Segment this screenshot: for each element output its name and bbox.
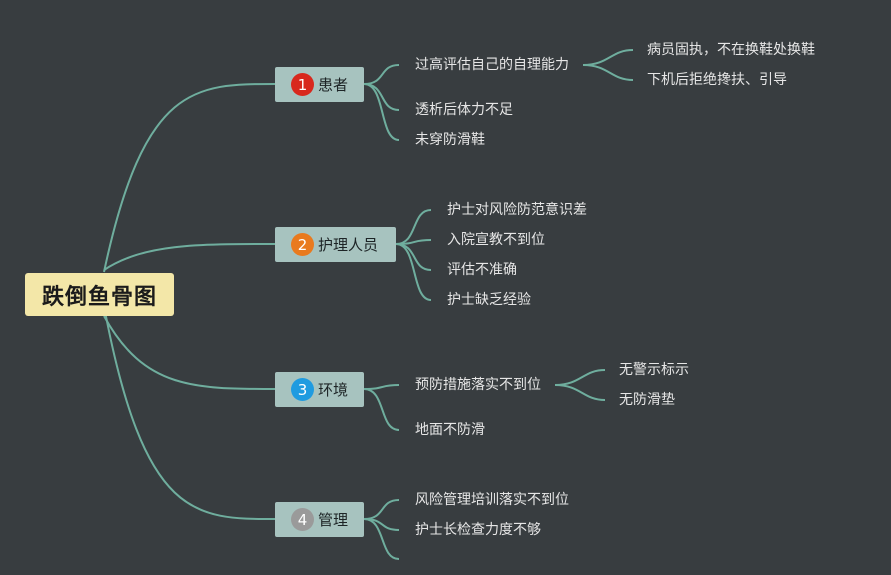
detail-item[interactable]: 下机后拒绝搀扶、引导 — [647, 72, 787, 88]
number-badge-icon: 4 — [291, 508, 314, 531]
root-topic[interactable]: 跌倒鱼骨图 — [25, 273, 174, 316]
branch-item-line — [363, 518, 400, 560]
subtopic-item[interactable]: 护士缺乏经验 — [447, 292, 531, 308]
subtopic-item[interactable]: 未穿防滑鞋 — [415, 132, 485, 148]
detail-item[interactable]: 病员固执，不在换鞋处换鞋 — [647, 42, 815, 58]
subtopic-item[interactable]: 预防措施落实不到位 — [415, 377, 541, 393]
branch-label: 护理人员 — [318, 236, 379, 254]
number-badge-icon: 2 — [291, 233, 314, 256]
branch-label: 管理 — [318, 511, 349, 529]
subtopic-item[interactable]: 护士对风险防范意识差 — [447, 202, 587, 218]
subtopic-item[interactable]: 入院宣教不到位 — [447, 232, 545, 248]
branch-item-line — [363, 384, 400, 390]
branch-item-line — [363, 83, 400, 141]
root-branch-line-2 — [103, 243, 276, 271]
branch-item-line — [363, 388, 400, 431]
subtopic-item[interactable]: 地面不防滑 — [415, 422, 485, 438]
subtopic-item[interactable]: 评估不准确 — [447, 262, 517, 278]
root-branch-line-3 — [103, 315, 276, 390]
branch-label: 患者 — [318, 76, 349, 94]
item-child-line — [582, 49, 634, 66]
branch-item-line — [363, 64, 400, 85]
root-branch-line-1 — [103, 83, 276, 273]
subtopic-item[interactable]: 透析后体力不足 — [415, 102, 513, 118]
branch-item-line — [395, 239, 432, 245]
root-branch-line-4 — [103, 305, 276, 520]
detail-item[interactable]: 无警示标示 — [619, 362, 689, 378]
branch-item-line — [395, 243, 432, 301]
detail-item[interactable]: 无防滑垫 — [619, 392, 675, 408]
number-badge-icon: 1 — [291, 73, 314, 96]
item-child-line — [554, 384, 606, 401]
branch-item-line — [395, 209, 432, 245]
subtopic-item[interactable]: 风险管理培训落实不到位 — [415, 492, 569, 508]
item-child-line — [582, 64, 634, 81]
subtopic-item[interactable]: 护士长检查力度不够 — [415, 522, 541, 538]
subtopic-item[interactable]: 过高评估自己的自理能力 — [415, 57, 569, 73]
branch-label: 环境 — [318, 381, 349, 399]
branch-item-line — [363, 499, 400, 520]
number-badge-icon: 3 — [291, 378, 314, 401]
item-child-line — [554, 369, 606, 386]
